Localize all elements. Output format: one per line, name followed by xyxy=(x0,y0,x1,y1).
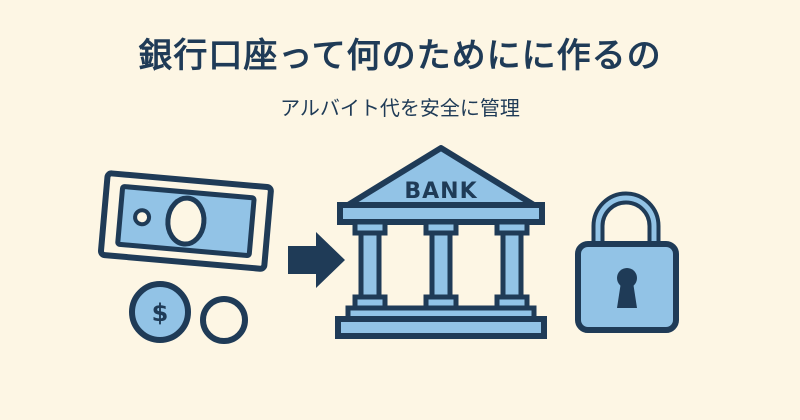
arrow-right-icon xyxy=(288,232,345,288)
dollar-sign: $ xyxy=(152,299,169,327)
bank-label: BANK xyxy=(404,179,477,204)
bank-icon: BANK xyxy=(335,145,547,339)
page-title: 銀行口座って何のためにに作るの xyxy=(138,36,662,76)
dollar-coin-icon: $ xyxy=(129,281,191,343)
banknote-icon xyxy=(97,170,274,272)
page-subtitle: アルバイト代を安全に管理 xyxy=(280,96,520,120)
coin-icon xyxy=(200,296,248,344)
padlock-icon xyxy=(575,191,679,333)
